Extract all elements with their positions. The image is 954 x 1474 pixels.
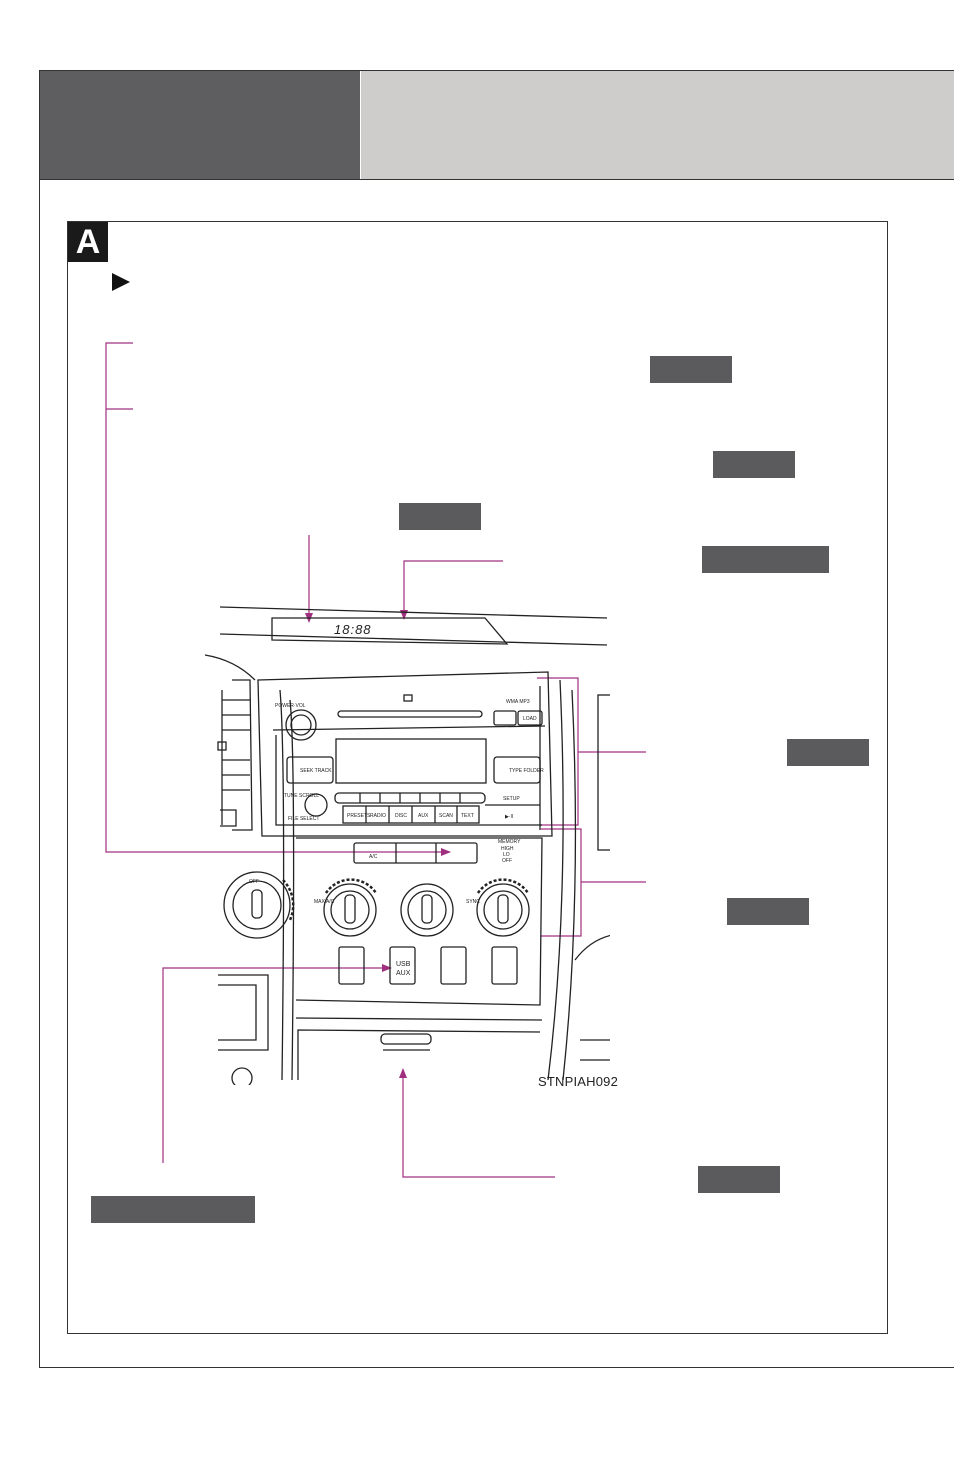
max-ac-label: MAX A/C [314, 899, 335, 905]
seat-memory-label: MEMORY [498, 839, 521, 845]
arrow-head [441, 848, 451, 856]
page-ref-tag[interactable] [698, 1166, 780, 1193]
text-button-label: TEXT [461, 813, 474, 819]
seat-high-label: HIGH [501, 846, 514, 852]
header-dark-block [40, 71, 360, 179]
aux-port-label: AUX [396, 970, 411, 977]
seat-lo-label: LO [503, 852, 510, 858]
page-ref-tag[interactable] [650, 356, 732, 383]
disc-button-label: DISC [395, 813, 407, 819]
page-ref-tag[interactable] [727, 898, 809, 925]
page-frame [39, 70, 954, 1368]
page-ref-tag[interactable] [713, 451, 795, 478]
dashboard-illustration: 18:88 POWER·VOL TUNE SCROLL FILE SELECT … [204, 606, 610, 1085]
radio-button-label: RADIO [370, 813, 386, 819]
clock-display: 18:88 [334, 622, 372, 637]
aux-button-label: AUX [418, 813, 429, 819]
figure-code: STNPIAH092 [538, 1074, 619, 1089]
header-light-block [361, 71, 954, 179]
format-label: WMA MP3 [506, 699, 530, 705]
page-ref-tag[interactable] [91, 1196, 255, 1223]
callout-indicator [403, 560, 503, 618]
tune-scroll-label: TUNE SCROLL [284, 793, 319, 799]
seat-off-label: OFF [502, 858, 512, 864]
callout-usb [162, 967, 389, 1163]
type-folder-label: TYPE FOLDER [509, 768, 544, 774]
page-ref-tag[interactable] [399, 503, 481, 530]
power-vol-label: POWER·VOL [275, 703, 306, 709]
seek-track-label: SEEK TRACK [300, 768, 332, 774]
callout-tray [402, 1070, 555, 1178]
setup-label: SETUP [503, 796, 520, 802]
bullet-triangle-icon [112, 273, 130, 291]
preset-button-label: PRESETS [347, 813, 371, 819]
figure-box [67, 221, 888, 1334]
file-select-label: FILE SELECT [288, 816, 319, 822]
ac-button-label: A/C [369, 854, 378, 860]
play-pause-label: ▶·II [505, 814, 513, 820]
page-ref-tag[interactable] [787, 739, 869, 766]
callout-bracket-left [105, 342, 450, 853]
header-divider [40, 179, 954, 180]
scan-button-label: SCAN [439, 813, 453, 819]
page-ref-tag[interactable] [702, 546, 829, 573]
usb-label: USB [396, 961, 411, 968]
arrow-head [399, 1068, 407, 1078]
section-letter-badge: A [68, 222, 108, 262]
fan-off-label: OFF [249, 879, 259, 885]
arrow-head [382, 964, 392, 972]
load-label: LOAD [523, 716, 537, 722]
sync-label: SYNC [466, 899, 480, 905]
